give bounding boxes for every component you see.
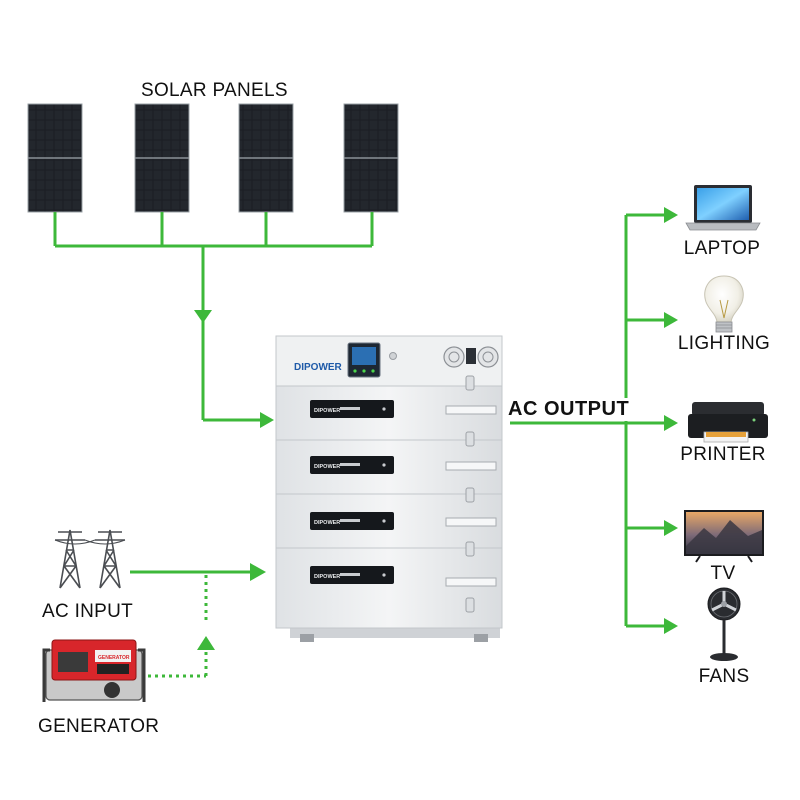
fan-icon <box>707 587 741 661</box>
module-brand-text: DIPOWER <box>314 408 340 414</box>
solar-panel-icon <box>27 103 83 213</box>
tv-icon <box>684 510 764 563</box>
ac-output-arrowheads <box>664 207 678 634</box>
generator-label: GENERATOR <box>38 716 160 737</box>
arrow-right-icon <box>250 563 266 581</box>
ac-input-label: AC INPUT <box>42 601 134 622</box>
module-brand-text: DIPOWER <box>314 574 340 580</box>
module-brand-text: DIPOWER <box>314 464 340 470</box>
load-label-printer: PRINTER <box>680 444 766 465</box>
load-label-fans: FANS <box>698 666 750 687</box>
module-brand-text: DIPOWER <box>314 520 340 526</box>
solar-panel-icon <box>238 103 294 213</box>
load-label-lighting: LIGHTING <box>677 333 771 354</box>
light-bulb-icon <box>704 275 744 333</box>
inverter-brand-logo: DIPOWER <box>294 362 343 373</box>
solar-panel-icon <box>343 103 399 213</box>
arrow-right-icon <box>260 412 274 428</box>
solar-connection-lines <box>53 212 374 422</box>
power-tower-icon <box>54 529 126 589</box>
ac-output-label: AC OUTPUT <box>506 398 632 421</box>
solar-panels-title: SOLAR PANELS <box>141 80 288 101</box>
arrow-up-icon <box>197 636 215 650</box>
battery-inverter-cabinet <box>275 335 503 642</box>
laptop-icon <box>685 185 761 231</box>
generator-brand-text: GENERATOR <box>98 655 130 661</box>
generator-line <box>148 574 208 678</box>
arrow-down-icon <box>194 310 212 323</box>
load-label-tv: TV <box>710 563 736 584</box>
printer-icon <box>688 402 768 443</box>
solar-panel-icon <box>134 103 190 213</box>
load-label-laptop: LAPTOP <box>683 238 761 259</box>
generator-icon <box>42 639 146 702</box>
